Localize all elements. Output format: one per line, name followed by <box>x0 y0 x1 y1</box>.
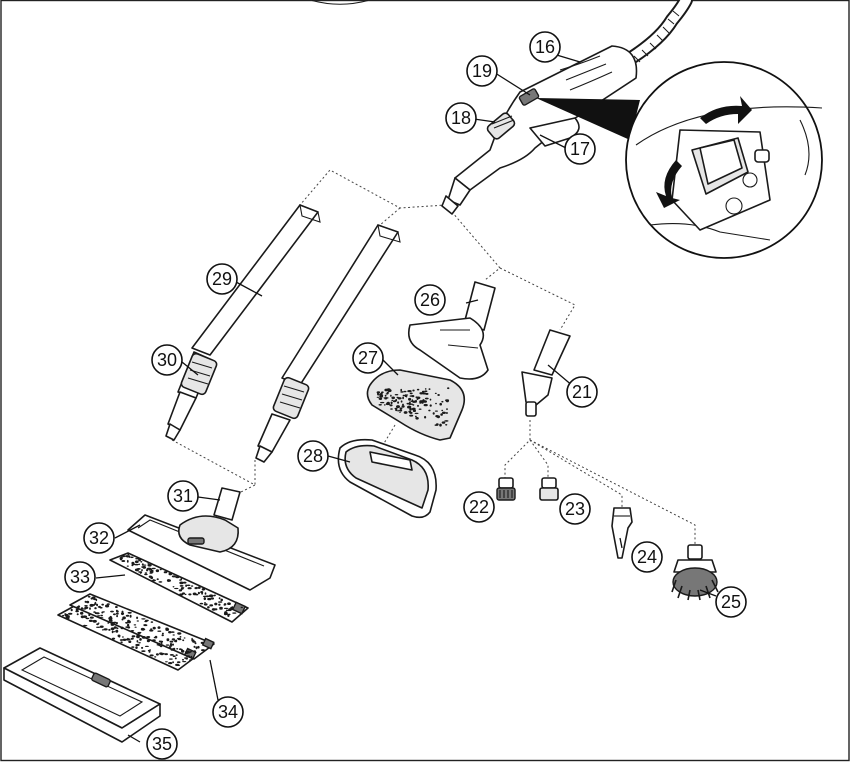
top-cutoff-arc <box>311 0 369 5</box>
callout-29: 29 <box>206 263 238 295</box>
zoom-wedge <box>536 98 640 140</box>
callout-34: 34 <box>212 696 244 728</box>
callout-25-label: 25 <box>721 592 741 612</box>
callout-18: 18 <box>445 102 477 134</box>
parking-tray <box>3 647 161 743</box>
pad-speckle <box>62 553 243 667</box>
round-brush-small-grey <box>539 477 559 501</box>
callout-33-label: 33 <box>70 567 90 587</box>
microfibre-floor-pad <box>109 552 249 623</box>
detail-nozzle <box>521 329 571 417</box>
large-round-brush <box>671 544 719 601</box>
rotate-up-arrow-icon <box>700 96 752 124</box>
callout-24: 24 <box>631 541 663 573</box>
callout-24-label: 24 <box>637 547 657 567</box>
power-nozzle <box>611 507 633 559</box>
callout-27-label: 27 <box>358 348 378 368</box>
callout-17: 17 <box>564 133 596 165</box>
callout-19-label: 19 <box>472 61 492 81</box>
callout-34-label: 34 <box>218 702 238 722</box>
microfibre-floor-pad-pair <box>57 593 215 671</box>
callout-32: 32 <box>83 522 115 554</box>
callout-16-label: 16 <box>535 37 555 57</box>
assembly-guide-lines <box>171 169 696 545</box>
callout-31: 31 <box>167 480 199 512</box>
floor-nozzle <box>127 487 276 591</box>
hose <box>621 0 693 67</box>
callout-27: 27 <box>352 342 384 374</box>
callout-29-label: 29 <box>212 269 232 289</box>
callout-22-label: 22 <box>469 497 489 517</box>
microfibre-cover <box>366 369 466 441</box>
callout-35: 35 <box>146 728 178 760</box>
callout-32-label: 32 <box>89 528 109 548</box>
callout-22: 22 <box>463 491 495 523</box>
callout-21: 21 <box>566 376 598 408</box>
extension-tube-right <box>255 224 401 463</box>
callout-28: 28 <box>297 440 329 472</box>
switch-detail-zoom <box>625 61 823 259</box>
callout-19: 19 <box>466 55 498 87</box>
steam-handle <box>441 45 638 215</box>
callout-17-label: 17 <box>570 139 590 159</box>
callout-31-label: 31 <box>173 486 193 506</box>
callout-33: 33 <box>64 561 96 593</box>
callout-35-label: 35 <box>152 734 172 754</box>
callout-23: 23 <box>559 493 591 525</box>
callout-23-label: 23 <box>565 499 585 519</box>
callout-28-label: 28 <box>303 446 323 466</box>
callout-30-label: 30 <box>157 350 177 370</box>
leader-lines <box>95 46 717 743</box>
callout-26-label: 26 <box>420 290 440 310</box>
rotate-down-arrow-icon <box>656 160 682 208</box>
callout-16: 16 <box>529 31 561 63</box>
terry-cloth <box>337 438 437 519</box>
callout-25: 25 <box>715 586 747 618</box>
round-brush-small-black <box>496 477 516 501</box>
callout-26: 26 <box>414 284 446 316</box>
hand-nozzle <box>407 281 496 380</box>
callout-30: 30 <box>151 344 183 376</box>
callout-21-label: 21 <box>572 382 592 402</box>
extension-tube-left <box>165 204 321 441</box>
callout-18-label: 18 <box>451 108 471 128</box>
